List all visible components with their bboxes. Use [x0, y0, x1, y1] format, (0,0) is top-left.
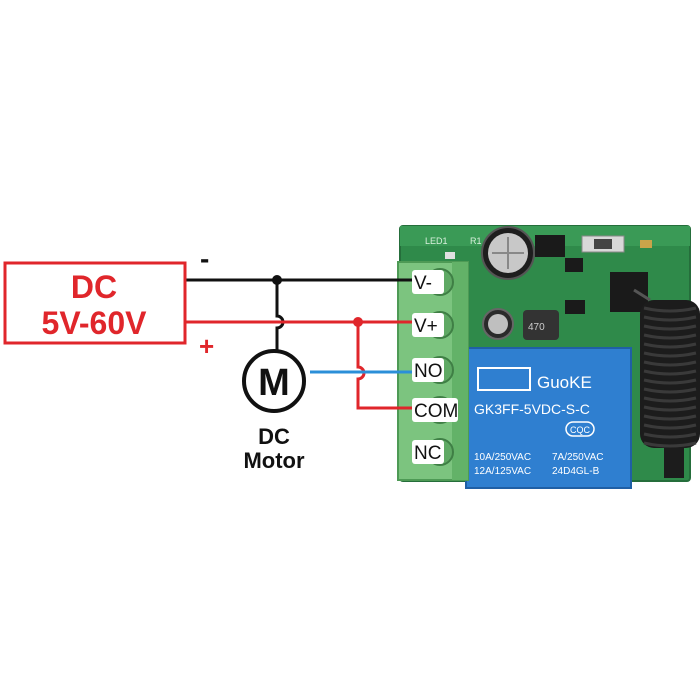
coil-ridge: [643, 351, 697, 358]
coil-ridge: [643, 306, 697, 313]
motor-label-line2: Motor: [243, 448, 305, 473]
ic-chip-3: [565, 258, 583, 272]
terminal-label-bg: [412, 313, 444, 337]
coil-ridge: [643, 378, 697, 385]
ic-chip-1: [535, 235, 565, 257]
inductor: [523, 310, 559, 340]
relay-body: [465, 347, 632, 489]
relay-logo-box: [477, 367, 531, 391]
relay-rating-left-2: 12A/125VAC: [474, 466, 531, 477]
plus-sign: +: [199, 331, 214, 361]
coil-ridge: [643, 342, 697, 349]
motor-circle: [242, 349, 306, 413]
terminal-label-bg: [412, 270, 444, 294]
capacitor-small-top: [488, 314, 508, 334]
ic-chip-2: [610, 272, 648, 312]
dc-motor: M DC Motor: [242, 349, 306, 473]
relay: GuoKE GK3FF-5VDC-S-C CQC 10A/250VAC 12A/…: [465, 347, 632, 489]
terminal-labels: V- V+ NO COM NC: [412, 270, 458, 464]
coil-ridge: [643, 423, 697, 430]
coil-ridge: [643, 441, 697, 448]
smd-part: [445, 252, 455, 259]
coil-ridge: [643, 396, 697, 403]
power-source-line2: 5V-60V: [42, 305, 148, 341]
motor-label-line1: DC: [258, 424, 290, 449]
terminal-label-bg: [412, 398, 458, 422]
relay-model: GK3FF-5VDC-S-C: [474, 401, 590, 417]
relay-rating-right-2: 24D4GL-B: [552, 466, 600, 477]
push-button-cap: [594, 239, 612, 249]
relay-cert: CQC: [570, 425, 591, 435]
coil-ridge: [643, 405, 697, 412]
coil-ridge: [643, 333, 697, 340]
terminal-label-bg: [412, 440, 444, 464]
negative-junction-dot: [272, 275, 282, 285]
inductor-label: 470: [528, 322, 545, 333]
ic-chip-4: [565, 300, 585, 314]
relay-cert-box: [565, 421, 595, 437]
terminal-label-com: COM: [414, 401, 458, 422]
coil-ridge: [643, 324, 697, 331]
terminal-label-bg: [412, 358, 444, 382]
terminal-label-v: V-: [414, 273, 432, 294]
positive-to-com-wire: [356, 322, 418, 410]
power-source-line1: DC: [71, 269, 117, 305]
capacitor-vent: [492, 237, 524, 269]
coil-ridge: [643, 387, 697, 394]
terminal-housing-shade: [452, 262, 468, 480]
silk-r-label: R1: [470, 236, 482, 246]
relay-rating-left-1: 10A/250VAC: [474, 452, 531, 463]
coil-ridge: [643, 414, 697, 421]
terminal-label-no: NO: [414, 361, 443, 382]
terminal-label-v: V+: [414, 316, 438, 337]
relay-rating-right-1: 7A/250VAC: [552, 452, 604, 463]
coil-ridge: [643, 432, 697, 439]
terminal-label-nc: NC: [414, 443, 441, 464]
relay-brand: GuoKE: [537, 373, 592, 392]
coil-ridge: [643, 369, 697, 376]
antenna-coil: [633, 288, 700, 478]
smd-part: [640, 240, 652, 248]
motor-symbol: M: [258, 362, 290, 404]
wires: [185, 275, 418, 410]
power-source-box: [3, 261, 187, 345]
relay-module-board: LED1 R1 470 GuoKE GK3FF-5VDC-S-C: [397, 225, 700, 489]
dc-power-source: DC 5V-60V - +: [3, 243, 214, 361]
coil-ridge: [643, 360, 697, 367]
minus-sign: -: [200, 243, 209, 274]
coil-ridge: [643, 315, 697, 322]
negative-to-motor-wire: [275, 280, 285, 350]
silk-led-label: LED1: [425, 236, 448, 246]
